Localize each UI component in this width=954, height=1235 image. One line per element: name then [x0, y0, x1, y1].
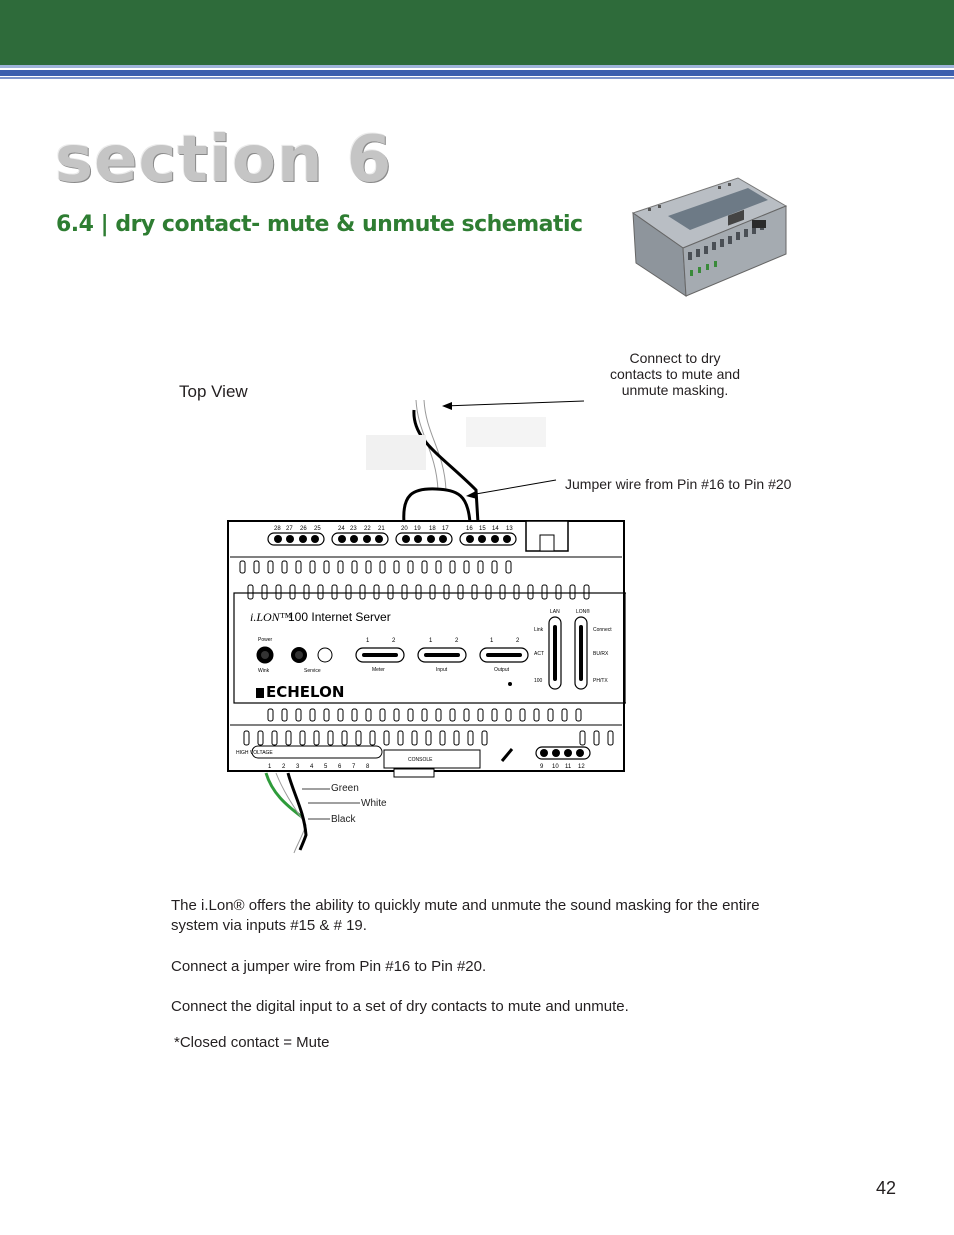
service-led — [317, 647, 333, 663]
power-label: Power — [258, 637, 273, 643]
lan-label: LAN — [550, 609, 560, 615]
terminal-label: 17 — [442, 526, 449, 532]
callout-arrow — [443, 400, 585, 407]
callout-arrow — [469, 479, 557, 496]
ilon-schematic: 28 27 26 25 24 23 22 21 20 19 18 17 16 1… — [227, 399, 626, 854]
high-voltage-label: HIGH VOLTAGE — [236, 750, 273, 756]
console-port — [383, 749, 481, 769]
meter-label: Meter — [372, 667, 385, 673]
callout-line: Connect to dry — [629, 350, 721, 366]
terminal-label: 21 — [378, 526, 385, 532]
terminal-label: 11 — [565, 764, 572, 770]
terminal-label: 6 — [338, 764, 342, 770]
subsection-title: 6.4 | dry contact- mute & unmute schemat… — [56, 212, 583, 237]
header-rule — [0, 70, 954, 76]
channel-label: 2 — [516, 638, 520, 644]
terminal-label: 2 — [282, 764, 286, 770]
terminal-label: 16 — [466, 526, 473, 532]
closed-contact-note: *Closed contact = Mute — [174, 1034, 330, 1051]
terminal-label: 12 — [578, 764, 585, 770]
callout-line: unmute masking. — [621, 382, 729, 398]
terminal-label: 13 — [506, 526, 513, 532]
channel-label: 1 — [429, 638, 433, 644]
terminal-label: 28 — [274, 526, 281, 532]
connect-label: Connect — [593, 627, 612, 633]
ilon-logo: i.LON™ — [250, 610, 292, 624]
terminal-label: 25 — [314, 526, 321, 532]
jumper-callout: Jumper wire from Pin #16 to Pin #20 — [565, 476, 792, 492]
header-rule — [0, 77, 954, 79]
channel-label: 1 — [490, 638, 494, 644]
terminal-label: 1 — [268, 764, 272, 770]
output-label: Output — [494, 667, 510, 673]
link-label: Link — [534, 627, 544, 633]
speed-label: 100 — [534, 678, 543, 684]
terminal-label: 18 — [429, 526, 436, 532]
terminal-label: 26 — [300, 526, 307, 532]
input-label: Input — [436, 667, 448, 673]
device-photo — [631, 177, 788, 297]
terminal-label: 4 — [310, 764, 314, 770]
terminal-label: 22 — [364, 526, 371, 532]
terminal-label: 10 — [552, 764, 559, 770]
callout-line: contacts to mute and — [610, 366, 740, 382]
wire-label-black: Black — [331, 814, 356, 825]
black-wire — [286, 772, 308, 851]
front-panel — [233, 592, 626, 704]
dry-contacts-callout: Connect to dry contacts to mute and unmu… — [590, 350, 760, 398]
wire-label-green: Green — [331, 783, 359, 794]
wire-label-white: White — [361, 798, 387, 809]
page-number: 42 — [876, 1178, 897, 1198]
terminal-label: 7 — [352, 764, 356, 770]
right-terminal-block — [535, 746, 591, 760]
device-title: 100 Internet Server — [288, 610, 391, 624]
service-label: Service — [304, 668, 321, 674]
channel-label: 2 — [455, 638, 459, 644]
intro-paragraph: The i.Lon® offers the ability to quickly… — [171, 897, 760, 934]
section-title: section 6 — [55, 123, 393, 197]
lon-label: LON® — [576, 608, 590, 615]
channel-label: 2 — [392, 638, 396, 644]
terminal-label: 24 — [338, 526, 345, 532]
jumper-wire — [402, 487, 472, 524]
terminal-label: 23 — [350, 526, 357, 532]
channel-label: 1 — [366, 638, 370, 644]
wink-label: Wink — [258, 668, 270, 674]
brand-mark — [256, 688, 264, 698]
terminal-label: 15 — [479, 526, 486, 532]
dry-contact-wire-outline — [423, 399, 447, 491]
terminal-label: 19 — [414, 526, 421, 532]
act-label: ACT — [534, 651, 544, 657]
terminal-label: 8 — [366, 764, 370, 770]
top-view-label: Top View — [179, 382, 248, 401]
terminal-label: 5 — [324, 764, 328, 770]
terminal-label: 14 — [492, 526, 499, 532]
header-band — [0, 0, 954, 65]
dry-contact-instruction: Connect the digital input to a set of dr… — [171, 998, 629, 1015]
console-label: CONSOLE — [408, 757, 433, 763]
burx-label: BU/RX — [593, 651, 609, 657]
terminal-label: 20 — [401, 526, 408, 532]
terminal-label: 3 — [296, 764, 300, 770]
header-rule — [0, 65, 954, 68]
power-terminal-block — [251, 745, 383, 759]
terminal-label: 9 — [540, 764, 544, 770]
phtx-label: PH/TX — [593, 678, 608, 684]
brand-logo: ECHELON — [266, 683, 344, 701]
terminal-label: 27 — [286, 526, 293, 532]
dry-contact-wire — [412, 409, 480, 524]
jumper-instruction: Connect a jumper wire from Pin #16 to Pi… — [171, 958, 487, 975]
